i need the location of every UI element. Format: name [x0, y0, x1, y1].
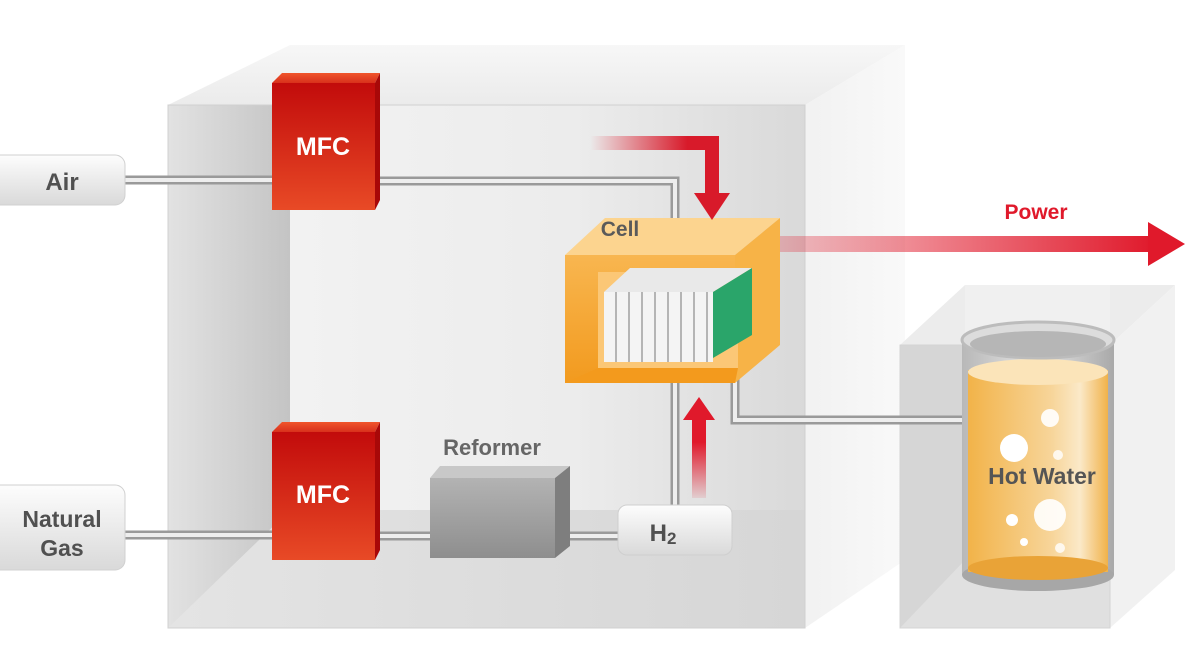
heat-input-arrow — [590, 136, 730, 220]
h2-box: H2 — [617, 504, 733, 556]
fuel-cell: Cell — [565, 218, 780, 383]
water-surface — [968, 359, 1108, 385]
enclosure-right-face — [805, 45, 905, 628]
water-bottom — [968, 556, 1108, 580]
power-output-arrow: Power — [780, 201, 1185, 266]
input-air: Air — [0, 154, 126, 206]
h2-label: H — [650, 520, 667, 547]
enclosure-left-wall — [168, 105, 290, 628]
mfc-bottom: MFC — [272, 422, 380, 560]
power-label: Power — [1004, 201, 1067, 224]
mfc-top: MFC — [272, 73, 380, 210]
input-natural-gas-label-line1: Natural — [22, 506, 101, 532]
arrow-right-icon[interactable] — [1148, 222, 1185, 266]
input-air-label: Air — [45, 169, 78, 196]
arrow-up-icon — [683, 397, 715, 420]
mfc-bottom-label: MFC — [296, 481, 350, 509]
reformer-label: Reformer — [443, 435, 541, 460]
arrow-down-icon — [694, 193, 730, 220]
input-natural-gas-label-line2: Gas — [40, 535, 83, 561]
cell-stack-green-end — [713, 268, 752, 358]
input-natural-gas: Natural Gas — [0, 484, 126, 571]
cell-stack-plates — [604, 292, 713, 362]
svg-text:H2: H2 — [650, 520, 677, 548]
cell-stack-top — [604, 268, 752, 292]
bubbles — [1000, 409, 1066, 553]
hot-water-label: Hot Water — [988, 463, 1096, 489]
h2-subscript: 2 — [667, 529, 676, 548]
mfc-top-label: MFC — [296, 133, 350, 161]
reformer: Reformer — [430, 435, 570, 558]
hydrogen-flow-arrow — [683, 397, 715, 498]
cell-label: Cell — [601, 218, 640, 241]
hot-water-tank: Hot Water — [960, 320, 1116, 591]
